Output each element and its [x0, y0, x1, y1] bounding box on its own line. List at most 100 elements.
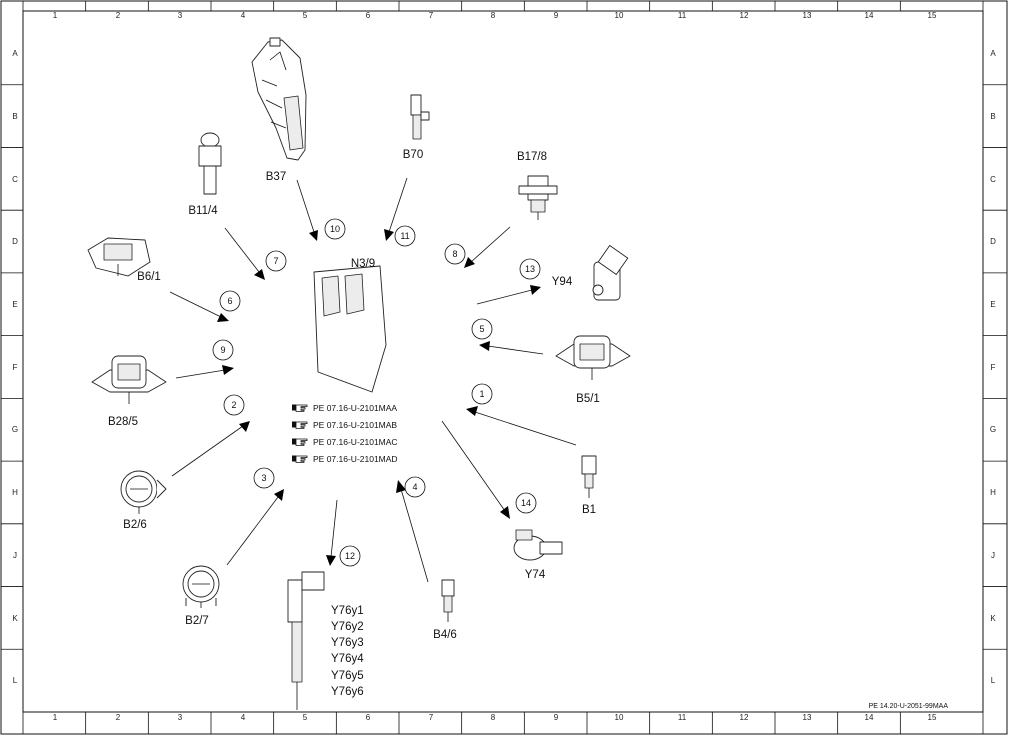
callout-14: 14 [515, 492, 537, 514]
component-label-b6-1: B6/1 [137, 271, 161, 283]
component-label-b11-4: B11/4 [188, 205, 218, 217]
pointing-hand-icon [291, 438, 308, 446]
row-label: A [12, 49, 18, 58]
pointing-hand-icon [291, 455, 308, 463]
engine-control-unit-drawing [313, 265, 387, 393]
camshaft-sensor-drawing [87, 237, 151, 277]
component-label-y76y3: Y76y3 [331, 637, 364, 649]
pointing-hand-icon [291, 404, 308, 412]
fuel-injector-drawing [287, 571, 325, 710]
svg-text:5: 5 [479, 324, 484, 334]
col-label: 10 [615, 713, 624, 722]
component-label-b17-8: B17/8 [517, 151, 547, 163]
column-labels-bottom: 1 2 3 4 5 6 7 8 9 10 11 12 13 14 15 [53, 713, 937, 722]
component-label-y94: Y94 [552, 276, 573, 288]
col-label: 14 [865, 713, 874, 722]
row-label: B [12, 112, 17, 121]
air-mass-sensor-lower-drawing [182, 565, 220, 608]
svg-text:1: 1 [479, 389, 484, 399]
svg-text:7: 7 [273, 256, 278, 266]
col-label: 8 [491, 713, 496, 722]
col-label: 10 [615, 11, 624, 20]
row-label: C [12, 175, 18, 184]
callout-9: 9 [212, 339, 234, 361]
row-label: J [13, 551, 17, 560]
arrow-2 [171, 421, 250, 477]
col-label: 15 [928, 713, 937, 722]
callout-10: 10 [324, 218, 346, 240]
component-label-b2-7: B2/7 [185, 615, 209, 627]
row-label: A [990, 49, 996, 58]
col-label: 11 [678, 11, 687, 20]
component-label-b1: B1 [582, 504, 596, 516]
col-label: 13 [803, 713, 812, 722]
col-label: 4 [241, 713, 246, 722]
svg-text:12: 12 [345, 551, 355, 561]
row-label: D [990, 237, 996, 246]
oil-temp-sensor-drawing [581, 455, 597, 498]
arrow-9 [175, 365, 234, 379]
callout-3: 3 [253, 467, 275, 489]
pressure-sensor-right-drawing [555, 335, 631, 380]
col-label: 6 [366, 11, 371, 20]
row-label: E [12, 300, 17, 309]
arrow-5 [479, 341, 544, 355]
arrow-11 [384, 177, 408, 241]
col-label: 9 [554, 11, 559, 20]
component-label-b2-6: B2/6 [123, 519, 147, 531]
col-label: 1 [53, 713, 58, 722]
svg-text:6: 6 [227, 296, 232, 306]
arrow-1 [466, 406, 577, 446]
svg-text:9: 9 [220, 345, 225, 355]
row-label: F [13, 363, 18, 372]
row-label: E [990, 300, 995, 309]
col-label: 5 [303, 713, 308, 722]
reference-list: PE 07.16-U-2101MAA PE 07.16-U-2101MAB PE… [291, 403, 398, 464]
callout-12: 12 [339, 545, 361, 567]
arrow-7 [224, 227, 265, 280]
component-label-y76y4: Y76y4 [331, 653, 364, 665]
pointing-hand-icon [291, 421, 308, 429]
callout-4: 4 [404, 476, 426, 498]
rail-pressure-sensor-drawing [441, 579, 455, 622]
svg-text:4: 4 [412, 482, 417, 492]
svg-text:11: 11 [400, 231, 409, 241]
col-label: 7 [429, 713, 434, 722]
col-label: 8 [491, 11, 496, 20]
arrow-4 [396, 480, 429, 583]
callout-5: 5 [471, 318, 493, 340]
reference-link: PE 07.16-U-2101MAD [313, 454, 398, 464]
col-label: 12 [740, 713, 749, 722]
arrow-14 [441, 420, 510, 519]
component-label-b28-5: B28/5 [108, 416, 138, 428]
component-label-b70: B70 [403, 149, 423, 161]
reference-link: PE 07.16-U-2101MAB [313, 420, 397, 430]
callout-11: 11 [394, 225, 416, 247]
component-label-n3-9: N3/9 [351, 258, 375, 270]
col-label: 3 [178, 11, 183, 20]
reference-link: PE 07.16-U-2101MAA [313, 403, 397, 413]
component-label-y74: Y74 [525, 569, 546, 581]
callout-6: 6 [219, 290, 241, 312]
accelerator-pedal-drawing [251, 37, 307, 161]
arrow-12 [326, 499, 338, 566]
arrow-13 [476, 285, 541, 305]
col-label: 2 [116, 11, 121, 20]
svg-text:3: 3 [261, 473, 266, 483]
col-label: 11 [678, 713, 687, 722]
callouts: 1 2 3 4 5 6 7 8 9 10 11 12 13 14 [212, 218, 541, 567]
arrow-6 [169, 291, 229, 322]
injector-labels: Y76y1 Y76y2 Y76y3 Y76y4 Y76y5 Y76y6 [331, 605, 364, 698]
row-labels-right: A B C D E F G H J K L [990, 49, 996, 685]
row-label: F [991, 363, 996, 372]
column-labels-top: 1 2 3 4 5 6 7 8 9 10 11 12 13 14 15 [53, 11, 937, 20]
row-label: K [990, 614, 996, 623]
arrow-10 [296, 179, 318, 241]
col-label: 12 [740, 11, 749, 20]
col-label: 4 [241, 11, 246, 20]
col-label: 1 [53, 11, 58, 20]
callout-2: 2 [223, 394, 245, 416]
col-label: 7 [429, 11, 434, 20]
component-label-y76y5: Y76y5 [331, 670, 364, 682]
